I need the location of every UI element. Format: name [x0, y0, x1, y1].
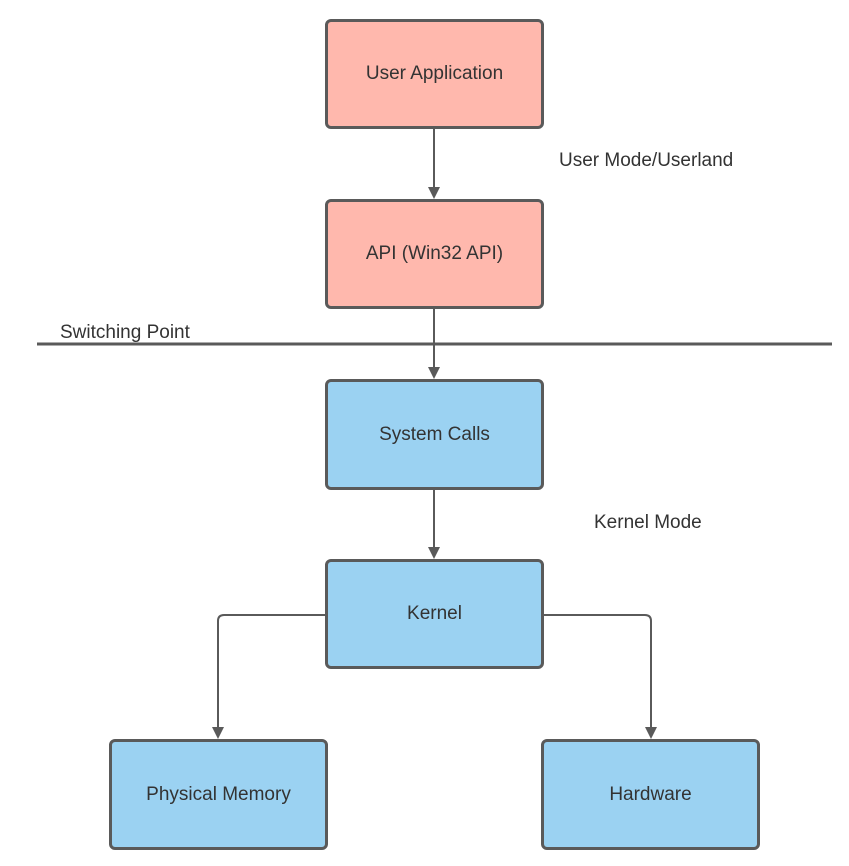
- node-user-application: User Application: [325, 19, 544, 129]
- user-mode-label: User Mode/Userland: [559, 150, 734, 171]
- node-system-calls-label: System Calls: [379, 423, 490, 445]
- node-api: API (Win32 API): [325, 199, 544, 309]
- switching-point-label: Switching Point: [60, 322, 190, 343]
- node-hardware: Hardware: [541, 739, 760, 850]
- node-user-application-label: User Application: [365, 63, 504, 84]
- arrow-kernel-to-physical-memory: [212, 614, 326, 739]
- node-physical-memory-label: Physical Memory: [146, 783, 291, 805]
- node-kernel: Kernel: [325, 559, 544, 669]
- kernel-mode-label: Kernel Mode: [594, 512, 702, 533]
- arrow-kernel-to-hardware: [543, 614, 657, 739]
- node-api-label: API (Win32 API): [365, 243, 504, 264]
- node-physical-memory: Physical Memory: [109, 739, 328, 850]
- node-hardware-label: Hardware: [609, 783, 692, 805]
- node-kernel-label: Kernel: [407, 603, 462, 624]
- node-system-calls: System Calls: [325, 379, 544, 490]
